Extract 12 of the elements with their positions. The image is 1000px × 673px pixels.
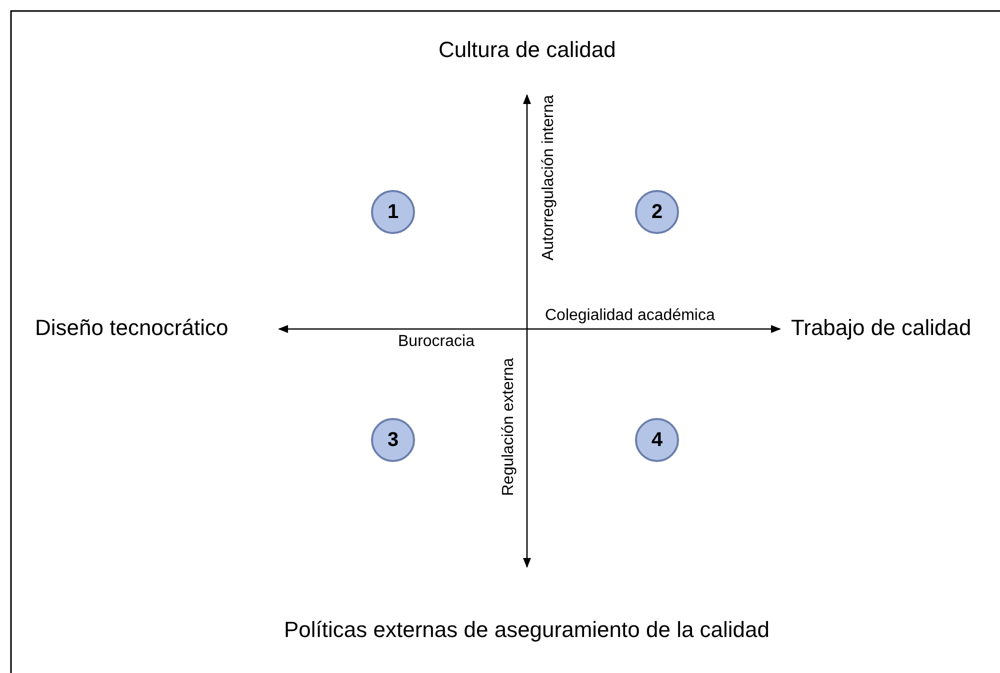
axis-title: Trabajo de calidad — [791, 316, 972, 340]
axis-title: Diseño tecnocrático — [35, 316, 228, 340]
axis-label: Regulación externa — [500, 358, 518, 496]
axis-label: Burocracia — [398, 333, 474, 351]
axis-title: Cultura de calidad — [438, 38, 616, 62]
axis-label: Autorregulación interna — [540, 95, 558, 260]
numbered-circle: 2 — [635, 190, 679, 234]
numbered-circle: 1 — [371, 190, 415, 234]
axis-title: Políticas externas de aseguramiento de la calidad — [284, 618, 770, 642]
numbered-circle: 4 — [635, 418, 679, 462]
axis-label: Colegialidad académica — [545, 307, 715, 325]
numbered-circle: 3 — [371, 418, 415, 462]
